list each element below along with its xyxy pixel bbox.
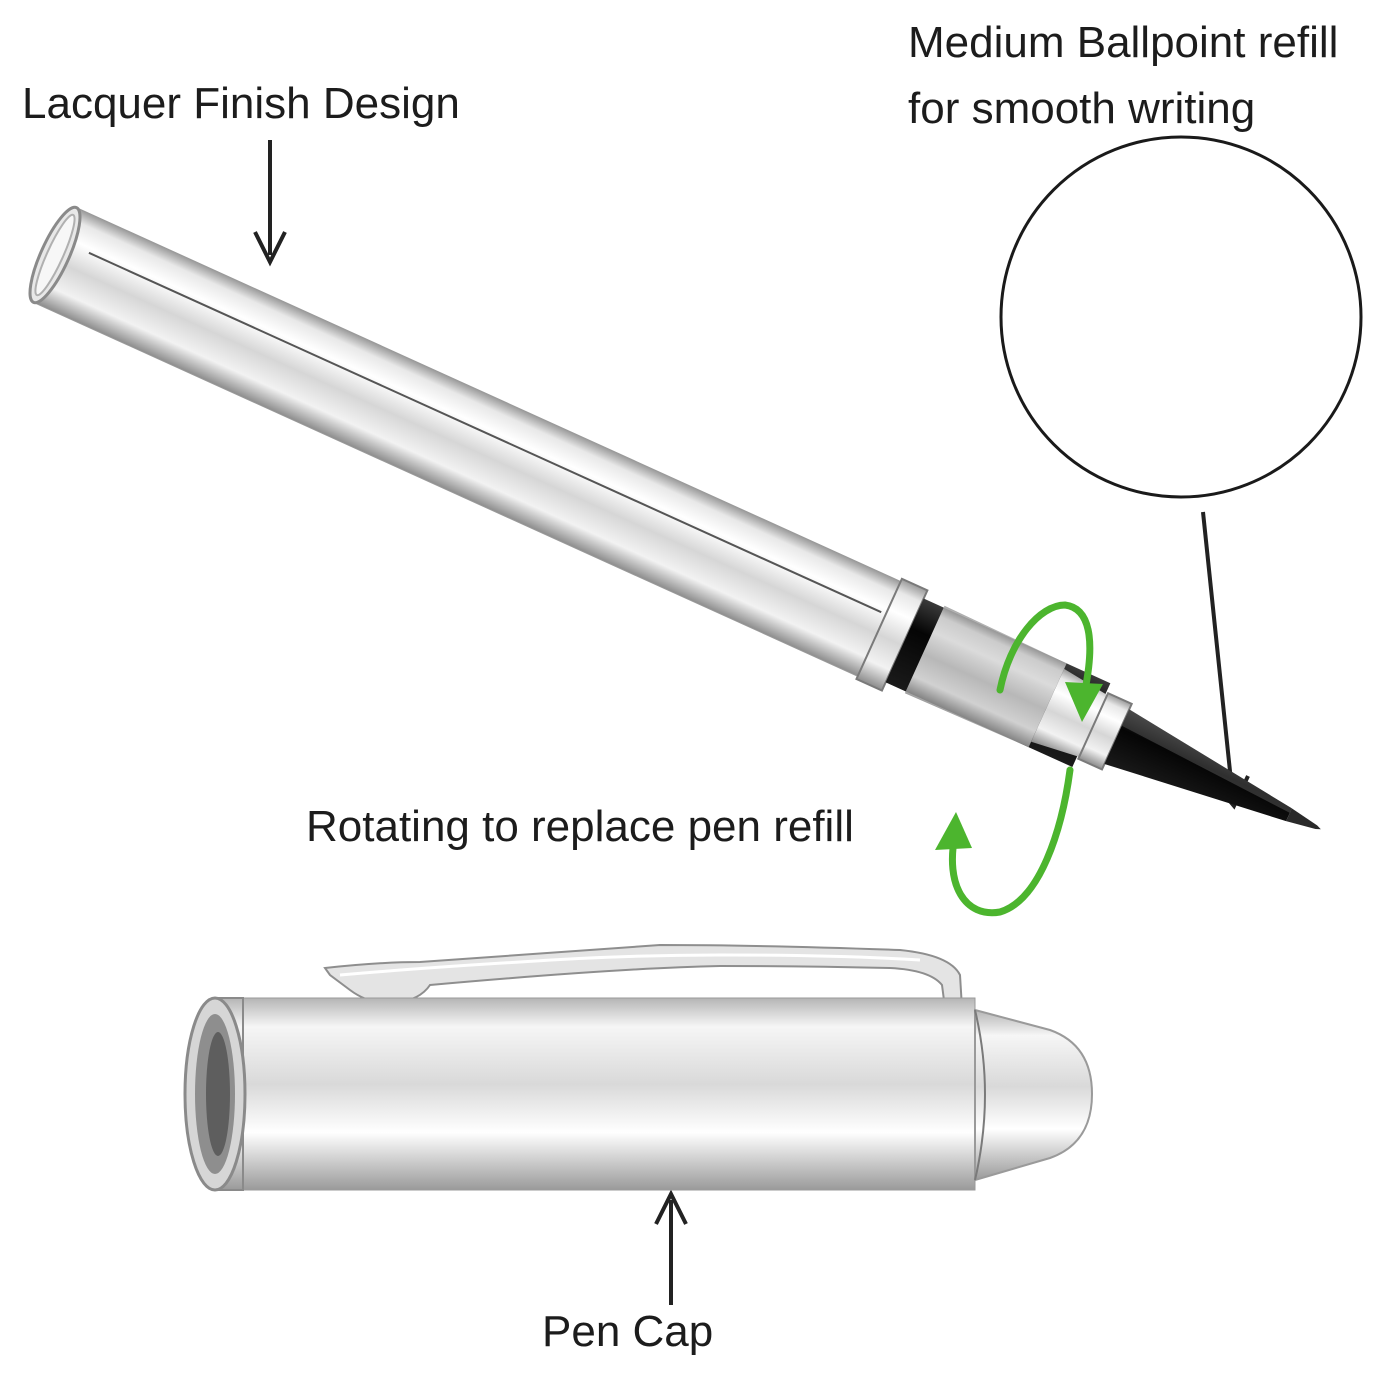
- pen-cap-label: Pen Cap: [542, 1307, 714, 1356]
- refill-zoom-circle: [999, 135, 1363, 499]
- refill-label-line-2: for smooth writing: [908, 84, 1256, 133]
- rotate-refill-label: Rotating to replace pen refill: [306, 802, 854, 851]
- refill-label: Medium Ballpoint refill for smooth writi…: [908, 10, 1338, 142]
- pointer-arrow-lacquer: [253, 140, 287, 267]
- lacquer-finish-label: Lacquer Finish Design: [22, 79, 460, 128]
- pen-cap: [183, 943, 1094, 1192]
- pointer-arrow-cap: [654, 1189, 688, 1305]
- rotation-arrows: [935, 601, 1103, 917]
- refill-label-line-1: Medium Ballpoint refill: [908, 18, 1339, 67]
- pen-body: [28, 205, 1321, 830]
